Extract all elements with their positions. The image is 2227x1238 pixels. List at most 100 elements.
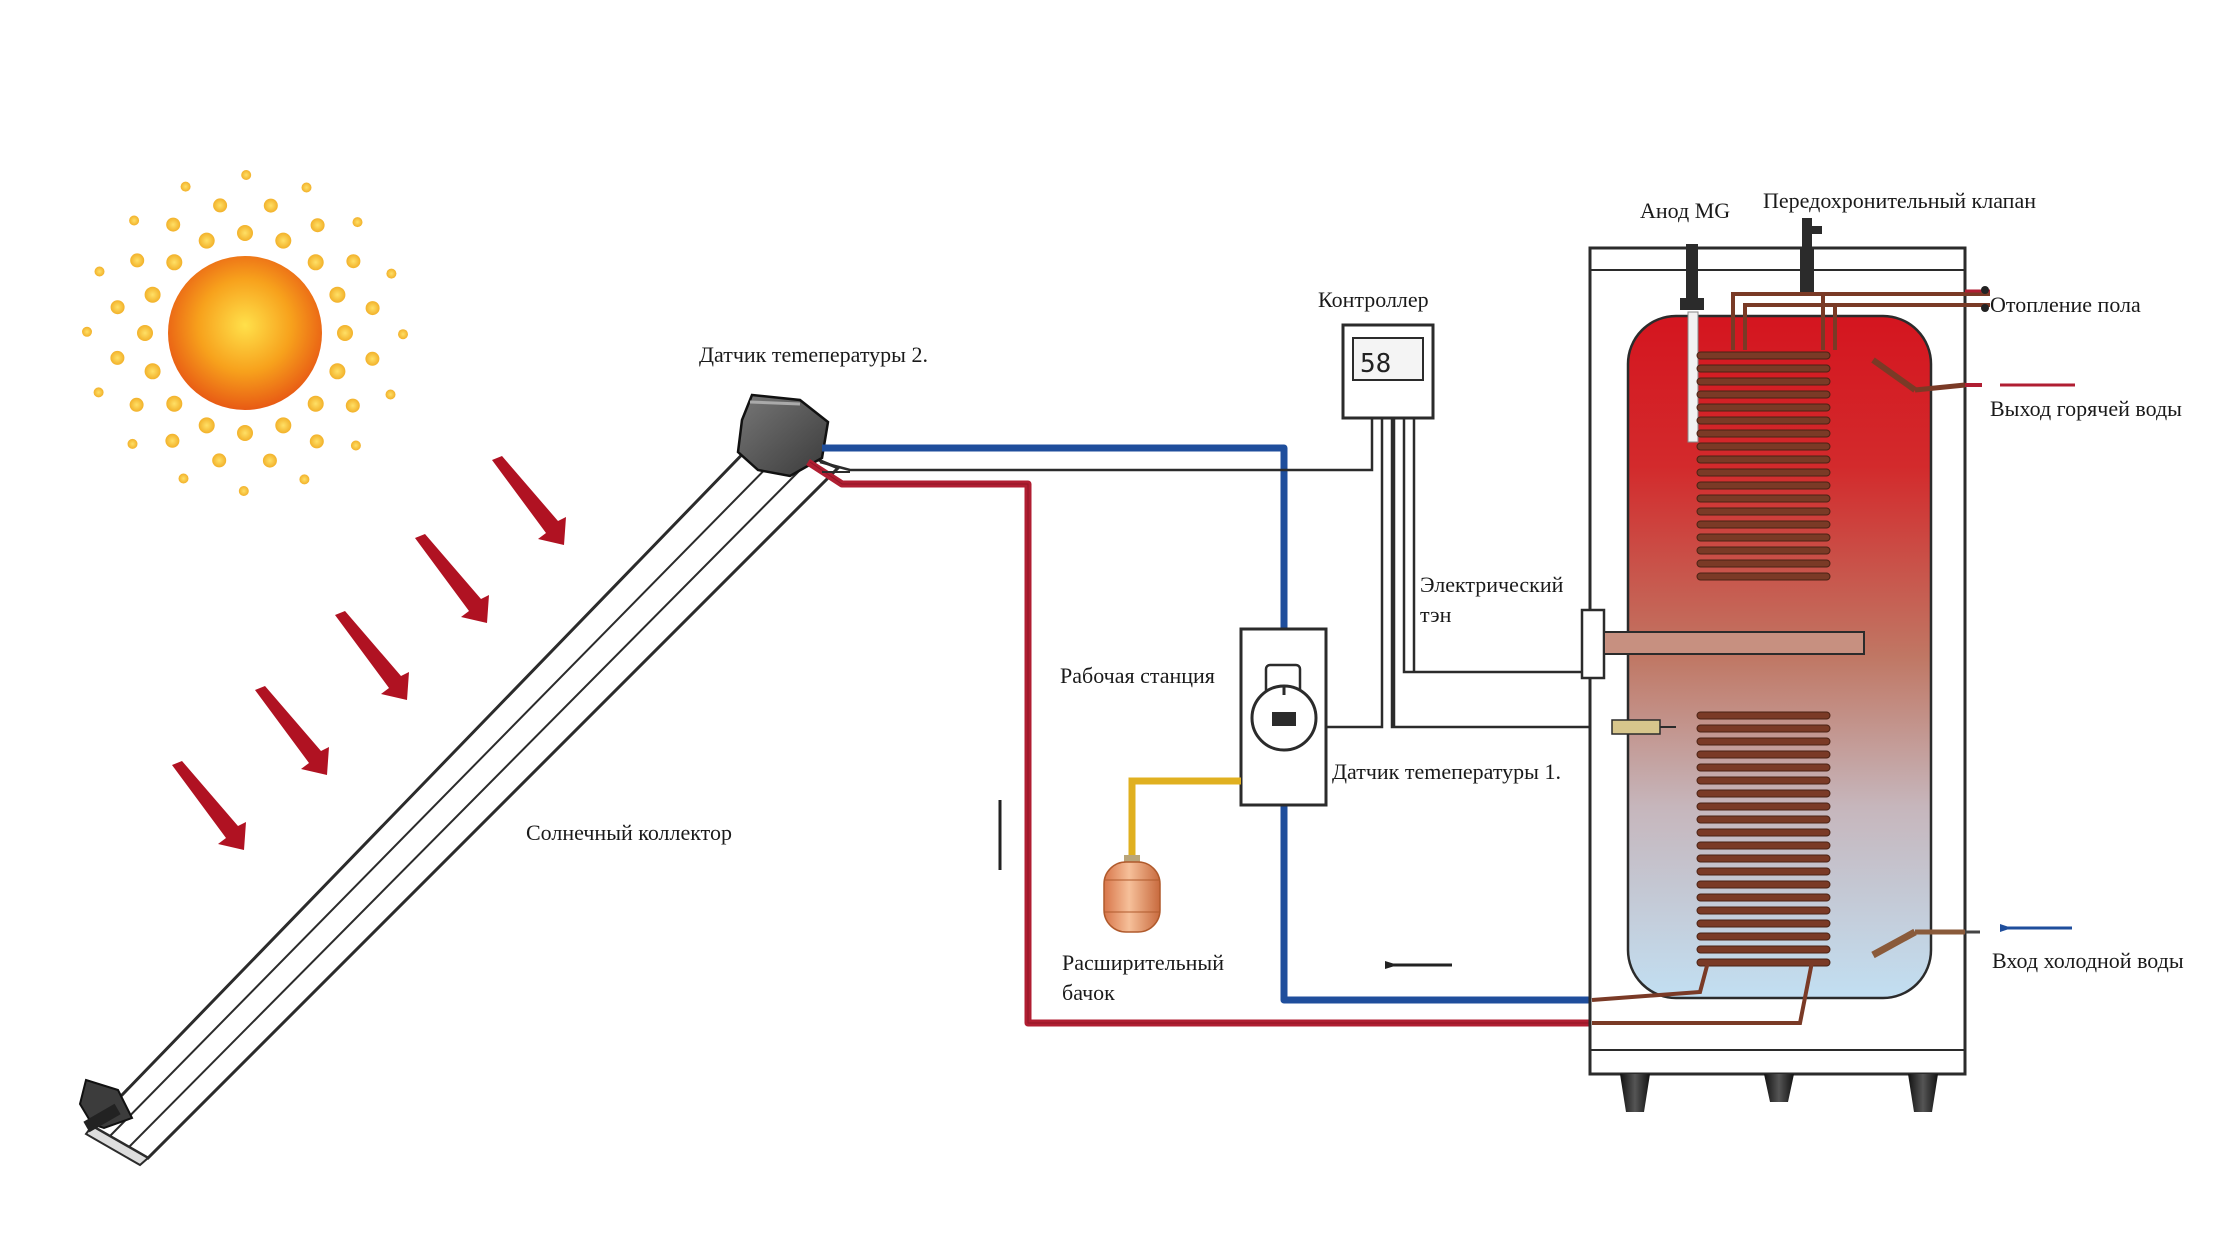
sunlight-arrow bbox=[255, 686, 329, 775]
hot-pipe-loop bbox=[806, 459, 1592, 1027]
work-station bbox=[1239, 627, 1328, 807]
sun-ray-dot bbox=[386, 268, 397, 279]
sun-ray-dot bbox=[275, 232, 292, 249]
coil-turn bbox=[1696, 559, 1831, 568]
coil-turn bbox=[1696, 906, 1831, 915]
sun-ray-dot bbox=[329, 363, 346, 380]
sun-ray-dot bbox=[346, 254, 361, 269]
sunlight-arrow bbox=[172, 761, 246, 850]
coil-turn bbox=[1696, 403, 1831, 412]
cold-water-inlet-pipe bbox=[1871, 928, 1980, 959]
coil-turn bbox=[1696, 351, 1831, 360]
sun-ray-dot bbox=[166, 395, 183, 412]
sunlight-arrow bbox=[335, 611, 409, 700]
sun-ray-dot bbox=[130, 253, 145, 268]
sun-ray-dot bbox=[237, 225, 253, 241]
sun-ray-dot bbox=[165, 433, 180, 448]
temperature-sensor-1 bbox=[1611, 719, 1676, 735]
sun-ray-dot bbox=[365, 351, 380, 366]
sun-ray-dot bbox=[110, 350, 125, 365]
sunlight-arrow bbox=[492, 456, 566, 545]
sun-ray-dot bbox=[329, 286, 346, 303]
solar-collector bbox=[78, 393, 841, 1167]
coil-turn bbox=[1696, 494, 1831, 503]
sun-ray-dot bbox=[129, 397, 144, 412]
expansion-tank bbox=[1103, 777, 1241, 933]
sun-disc bbox=[168, 256, 322, 410]
sun-ray-dot bbox=[385, 389, 396, 400]
coil-turn bbox=[1696, 854, 1831, 863]
safety-valve-label: Передохронительный клапан bbox=[1763, 188, 2036, 213]
floor-heating-arrows bbox=[1981, 286, 1989, 312]
coil-turn bbox=[1696, 958, 1831, 967]
work-station-label: Рабочая станция bbox=[1060, 663, 1215, 688]
sun-ray-dot bbox=[94, 266, 105, 277]
coil-turn bbox=[1696, 481, 1831, 490]
sensor2-label: Датчик теmепературы 2. bbox=[699, 342, 928, 367]
coil-turn bbox=[1696, 776, 1831, 785]
sun-ray-dot bbox=[180, 181, 191, 192]
coil-turn bbox=[1696, 533, 1831, 542]
flow-arrow-left bbox=[1385, 961, 1452, 969]
coil-turn bbox=[1696, 572, 1831, 581]
sun-ray-dot bbox=[350, 440, 361, 451]
coil-turn bbox=[1696, 750, 1831, 759]
sensor2-wire bbox=[819, 418, 1374, 473]
sun-ray-dot bbox=[127, 438, 138, 449]
sun-ray-dot bbox=[178, 473, 189, 484]
coil-turn bbox=[1696, 429, 1831, 438]
coil-turn bbox=[1696, 880, 1831, 889]
solar-collector-label: Солнечный коллектор bbox=[526, 820, 732, 845]
sunlight-arrow bbox=[415, 534, 489, 623]
floor-heating-pipes bbox=[1731, 289, 1990, 350]
sun-ray-dot bbox=[241, 170, 252, 180]
sun-ray-dot bbox=[309, 434, 324, 449]
coil-turn bbox=[1696, 815, 1831, 824]
coil-turn bbox=[1696, 377, 1831, 386]
sun-ray-dot bbox=[307, 395, 324, 412]
coil-turn bbox=[1696, 945, 1831, 954]
sun-ray-dot bbox=[337, 325, 353, 341]
anode-label: Анод MG bbox=[1640, 198, 1731, 223]
sun-ray-dot bbox=[398, 329, 408, 340]
cold-water-in-label: Вход холодной воды bbox=[1992, 948, 2184, 973]
hot-water-outlet-pipe bbox=[1871, 357, 1982, 393]
tank-leg-left bbox=[1620, 1074, 1650, 1112]
upper-heat-exchanger-coil bbox=[1696, 351, 1831, 581]
coil-turn bbox=[1696, 893, 1831, 902]
coil-turn bbox=[1696, 867, 1831, 876]
sun-icon bbox=[82, 170, 408, 496]
controller-display: 58 bbox=[1360, 349, 1391, 379]
electric-heater-label-line1: Электрический bbox=[1420, 572, 1564, 597]
expansion-tank-label-line2: бачок bbox=[1062, 980, 1115, 1005]
coil-turn bbox=[1696, 737, 1831, 746]
hot-water-out-label: Выход горячей воды bbox=[1990, 396, 2182, 421]
sun-ray-dot bbox=[263, 198, 278, 213]
sun-ray-dot bbox=[299, 474, 310, 485]
sun-ray-dot bbox=[310, 218, 325, 233]
coil-turn bbox=[1696, 711, 1831, 720]
sun-ray-dot bbox=[212, 453, 227, 468]
sun-ray-dot bbox=[237, 425, 253, 441]
controller-wires bbox=[1324, 418, 1590, 729]
cold-water-in-arrow bbox=[2000, 924, 2072, 932]
sun-ray-dot bbox=[144, 363, 161, 380]
coil-turn bbox=[1696, 442, 1831, 451]
collector-top-manifold bbox=[736, 393, 830, 478]
sun-ray-dot bbox=[93, 387, 104, 398]
sun-ray-dot bbox=[166, 254, 183, 271]
coil-turn bbox=[1696, 724, 1831, 733]
sun-ray-dot bbox=[262, 453, 277, 468]
collector-bottom-manifold bbox=[78, 1078, 134, 1133]
sun-ray-dot bbox=[110, 300, 125, 315]
anode-rod bbox=[1680, 244, 1704, 443]
sun-ray-dot bbox=[198, 232, 215, 249]
sun-ray-dot bbox=[82, 326, 92, 337]
sun-ray-dot bbox=[144, 286, 161, 303]
controller: 58 bbox=[1341, 323, 1435, 420]
sun-ray-dot bbox=[198, 417, 215, 434]
sun-rays bbox=[82, 170, 408, 496]
lower-coil-connections bbox=[1591, 961, 1814, 1025]
